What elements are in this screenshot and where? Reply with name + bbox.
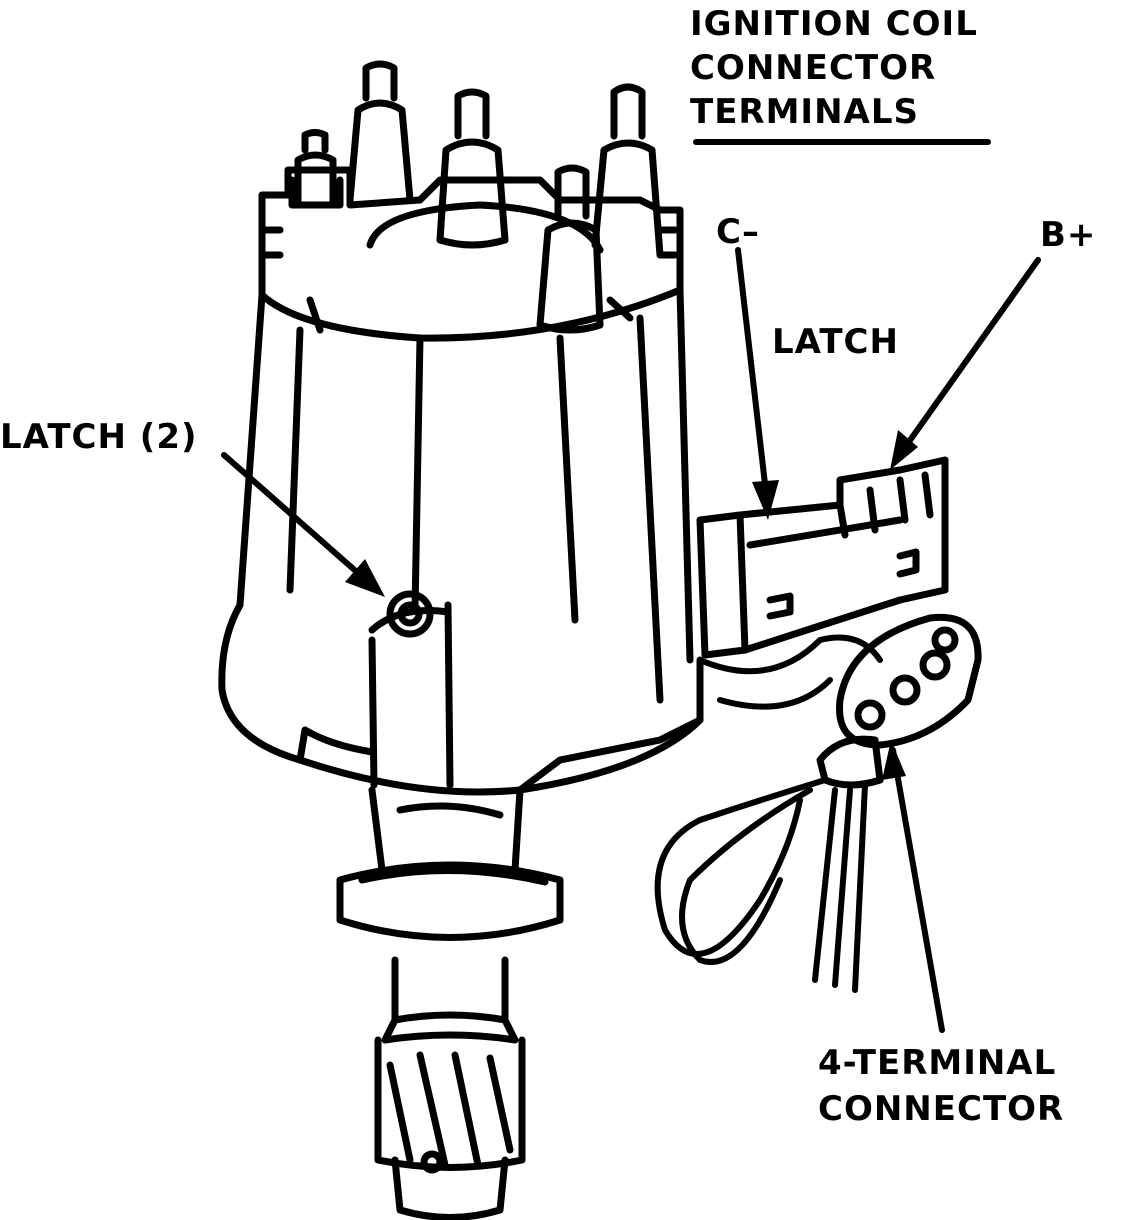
coil-connector: [696, 456, 949, 659]
b-plus-label: B+: [1040, 215, 1097, 255]
four-terminal-connector: [816, 613, 982, 789]
arrowheads: [345, 430, 918, 780]
distributor-cap: [236, 166, 694, 704]
coil-terminals-label: IGNITION COIL CONNECTOR TERMINALS: [690, 4, 978, 132]
c-minus-label: C–: [716, 212, 760, 252]
wiring-harness: [654, 634, 883, 993]
distributor-shaft: [336, 786, 564, 1220]
four-terminal-label: 4-TERMINAL CONNECTOR: [818, 1043, 1065, 1129]
distributor-housing: [218, 590, 704, 796]
latch-label: LATCH: [772, 322, 899, 362]
spark-plug-towers: [288, 60, 664, 334]
leader-arrows: [221, 247, 1041, 1033]
latch-2-label: LATCH (2): [0, 417, 198, 457]
